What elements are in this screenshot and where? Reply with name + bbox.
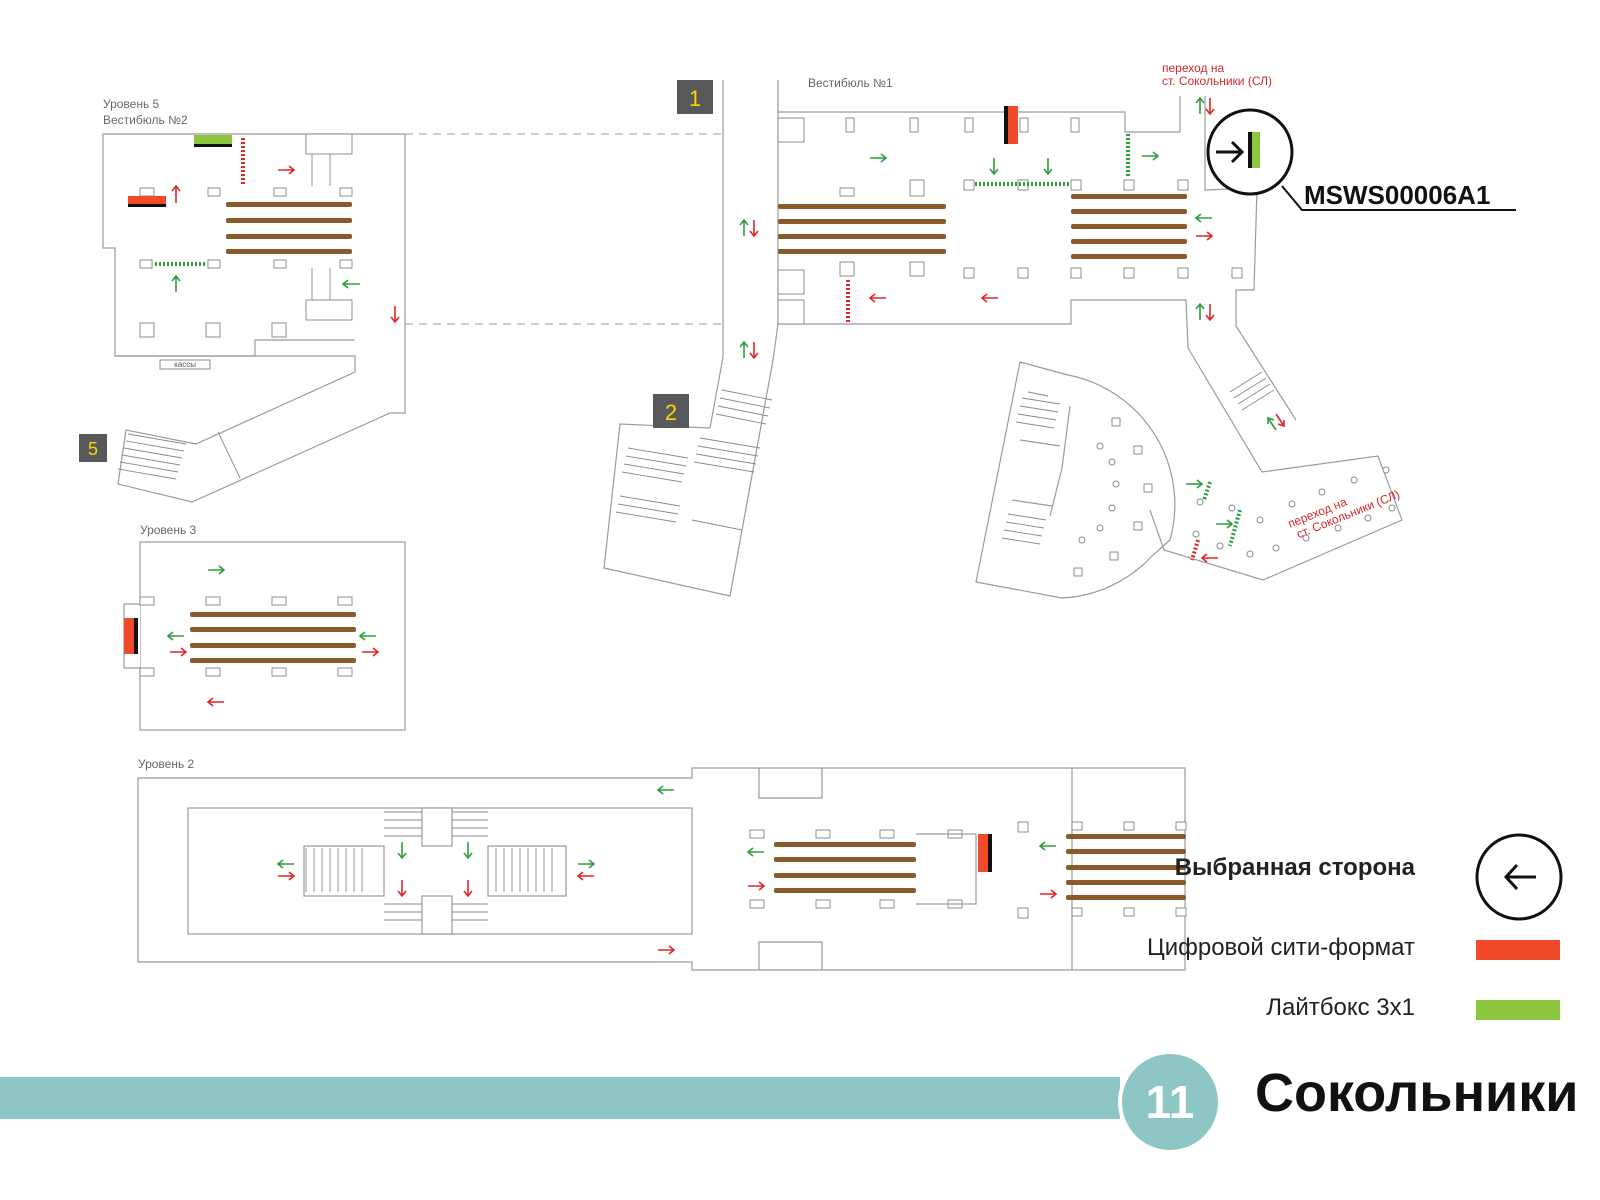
level-2 [137, 767, 1187, 971]
escalator [774, 842, 916, 893]
line-color-bar [0, 1077, 1120, 1119]
station-name: Сокольники [1255, 1063, 1579, 1123]
lightbox-board [1252, 132, 1260, 168]
level-5-label: Уровень 5 [103, 97, 160, 111]
escalator [1066, 834, 1186, 900]
escalator [226, 202, 352, 254]
turnstile-line [1228, 509, 1242, 547]
transfer-label-top: переход на [1162, 61, 1224, 75]
legend-selected-side-label: Выбранная сторона [1174, 854, 1415, 881]
line-number-badge: 11 [1118, 1050, 1222, 1154]
stairs [305, 811, 553, 921]
escalator [1071, 194, 1187, 259]
escalator [190, 612, 356, 663]
stairs [1229, 371, 1275, 411]
selected-placement-marker: MSWS00006A1 [1206, 108, 1516, 211]
exit-marker-5: 5 [79, 434, 107, 462]
lightbox-board [194, 135, 232, 145]
flow-arrows [276, 785, 1058, 955]
digital-city-board [978, 834, 988, 872]
lightbox-swatch [1476, 1000, 1560, 1020]
flow-arrows [739, 96, 1285, 563]
digital-city-format-swatch [1476, 940, 1560, 960]
stairs [117, 431, 241, 480]
level-2-label: Уровень 2 [138, 757, 195, 771]
level-3-label: Уровень 3 [140, 523, 197, 537]
cashier-label: кассы [174, 360, 196, 369]
turnstile-line [1190, 539, 1200, 561]
level-3 [123, 541, 406, 731]
passage-columns [1192, 466, 1396, 558]
arrow-right-icon [1216, 140, 1245, 164]
turnstile-line [1202, 481, 1212, 501]
placement-code: MSWS00006A1 [1304, 180, 1490, 210]
flow-arrows [171, 165, 400, 324]
vestibule-1 [603, 80, 1403, 599]
legend-lightbox-label: Лайтбокс 3х1 [1266, 994, 1415, 1021]
legend-digital-city-format-label: Цифровой сити-формат [1146, 934, 1415, 961]
digital-city-board [1008, 106, 1018, 144]
selected-side-icon [1475, 833, 1563, 921]
svg-text:5: 5 [88, 439, 98, 459]
vestibule-2-label: Вестибюль №2 [103, 113, 188, 127]
escalator [778, 204, 946, 254]
exit-marker-1: 1 [677, 80, 713, 114]
stairs [615, 389, 773, 531]
line-number: 11 [1145, 1076, 1195, 1128]
exit-marker-2: 2 [653, 394, 689, 428]
svg-text:2: 2 [665, 400, 677, 425]
digital-city-board [124, 618, 134, 654]
rotunda-hall [975, 361, 1176, 599]
transfer-label-top-station: ст. Сокольники (СЛ) [1162, 74, 1272, 88]
level-5-vestibule-2: кассы [102, 133, 406, 503]
digital-city-board [128, 196, 166, 204]
legend: Выбранная сторона Цифровой сити-формат Л… [1100, 820, 1580, 1021]
flow-arrows [166, 565, 380, 707]
svg-text:1: 1 [689, 86, 701, 111]
vestibule-1-label: Вестибюль №1 [808, 76, 893, 90]
